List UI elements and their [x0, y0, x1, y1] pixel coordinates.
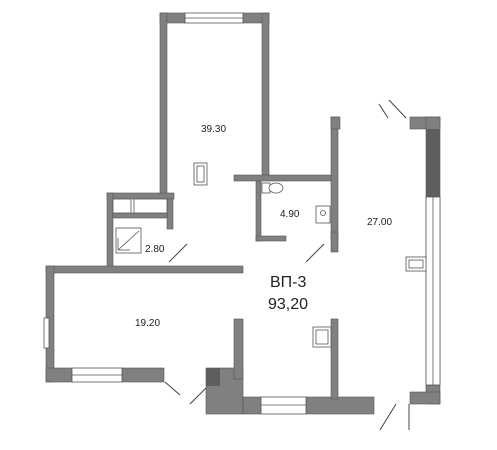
apartment-name: ВП-3 — [270, 274, 307, 291]
door-sw — [164, 381, 181, 396]
wall-main-east — [261, 12, 270, 178]
wall-utility-west — [106, 192, 114, 269]
door-utility — [168, 243, 188, 263]
window-utility-b — [133, 198, 168, 214]
walls — [45, 12, 441, 415]
wall-sw-bottom-right — [121, 367, 165, 383]
window-bottom — [260, 396, 307, 415]
wall-utility-east — [166, 198, 174, 230]
wall-main-west — [159, 12, 168, 200]
wall-utility-mid — [112, 212, 168, 219]
toilet-bowl — [268, 182, 284, 194]
door-east-bottom-a — [379, 403, 397, 431]
fixtures — [43, 162, 427, 349]
room-area-utility: 2.80 — [145, 244, 165, 255]
wall-sw-bottom-left — [45, 367, 73, 383]
wall-bath-west — [255, 180, 262, 242]
wall-bath-east — [330, 116, 339, 242]
window-utility-a — [112, 198, 132, 214]
doors — [164, 99, 410, 431]
apartment-total-area: 93,20 — [268, 296, 309, 313]
room-area-bath: 4.90 — [280, 209, 300, 220]
door-east-top-b — [378, 103, 389, 119]
room-area-southwest: 19.20 — [135, 318, 161, 329]
radiator-sw-west — [43, 317, 50, 349]
wall-utility-north — [106, 192, 175, 200]
wall-east-bottom — [409, 391, 441, 405]
wall-bath-east-top — [330, 116, 341, 130]
wall-bottom-right — [305, 396, 375, 415]
door-bath — [305, 243, 325, 263]
wall-corridor-stub — [330, 231, 339, 253]
wall-bath-south — [255, 235, 287, 242]
wall-bottom-pillar-dark — [206, 368, 220, 386]
wall-bottom-stub — [233, 318, 244, 380]
wall-bottom-riser — [330, 318, 339, 400]
room-area-east: 27.00 — [367, 217, 393, 228]
wall-bath-north — [233, 174, 333, 182]
wall-central — [45, 265, 244, 274]
wall-bottom-mid — [242, 396, 262, 415]
windows — [71, 12, 441, 415]
door-east-top-a — [388, 99, 407, 119]
wall-accents — [206, 129, 440, 386]
wall-east-dark — [426, 129, 440, 197]
door-bottom-left — [189, 387, 207, 405]
room-area-main: 39.30 — [201, 124, 227, 135]
